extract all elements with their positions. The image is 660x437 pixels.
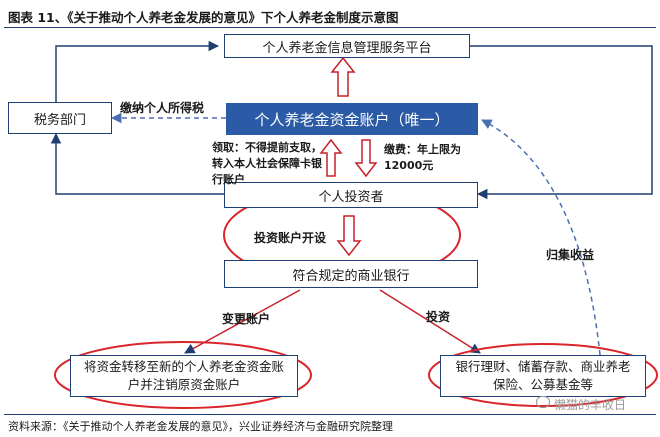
source-note: 资料来源：《关于推动个人养老金发展的意见》，兴业证券经济与金融研究院整理 (8, 420, 393, 433)
down-arrow-open-account (336, 215, 362, 257)
investor-to-tax-line (50, 132, 224, 195)
platform-right-line (470, 45, 653, 200)
title-divider (4, 27, 656, 28)
pay-tax-label: 缴纳个人所得税 (120, 101, 205, 115)
source-divider (4, 414, 656, 415)
account-label: 个人养老金资金账户（唯一） (254, 110, 450, 129)
contribute-label: 缴费：年上限为12000元 (384, 143, 461, 172)
platform-label: 个人养老金信息管理服务平台 (262, 40, 432, 56)
wechat-icon (536, 396, 550, 408)
products-label: 银行理财、储蓄存款、商业养老保险、公募基金等 (455, 359, 631, 392)
bank-box: 符合规定的商业银行 (224, 260, 478, 288)
transfer-box: 将资金转移至新的个人养老金资金账户并注销原资金账户 (70, 355, 298, 397)
platform-box: 个人养老金信息管理服务平台 (224, 34, 470, 58)
return-curve-dashed (481, 119, 601, 356)
change-account-label: 变更账户 (222, 312, 271, 326)
transfer-label: 将资金转移至新的个人养老金资金账户并注销原资金账户 (84, 359, 285, 392)
diagonal-arrow-invest (379, 289, 481, 354)
investor-box: 个人投资者 (224, 182, 478, 208)
down-arrow-contribute (354, 139, 378, 178)
invest-label: 投资 (426, 310, 451, 324)
up-arrow-account-platform (330, 56, 356, 97)
products-box: 银行理财、储蓄存款、商业养老保险、公募基金等 (440, 355, 646, 397)
account-box: 个人养老金资金账户（唯一） (226, 103, 478, 135)
watermark-text: 懒猫的丰收日 (554, 398, 627, 412)
tax-to-platform-line (55, 40, 220, 102)
return-label: 归集收益 (546, 248, 595, 262)
investor-label: 个人投资者 (318, 189, 384, 205)
open-account-label: 投资账户开设 (254, 231, 327, 245)
bank-label: 符合规定的商业银行 (292, 268, 410, 284)
figure-title: 图表 11、《关于推动个人养老金发展的意见》下个人养老金制度示意图 (8, 10, 399, 25)
tax-box: 税务部门 (8, 102, 112, 134)
withdraw-label: 领取：不得提前支取，转入本人社会保障卡银行账户 (212, 141, 322, 186)
tax-label: 税务部门 (33, 112, 86, 128)
up-arrow-withdraw (319, 138, 343, 177)
highlight-ellipse-transfer (54, 341, 312, 409)
